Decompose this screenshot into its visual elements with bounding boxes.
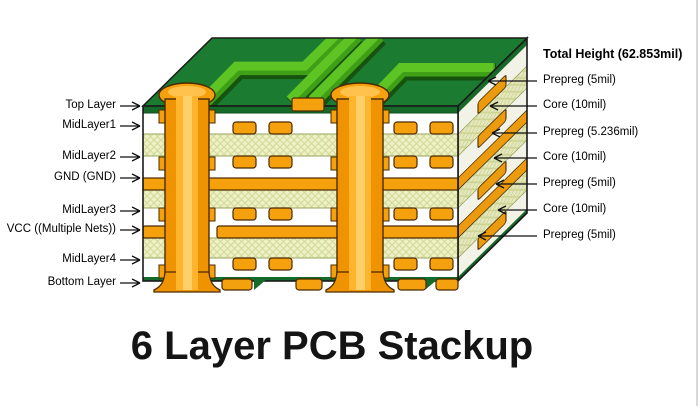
label-midlayer2: MidLayer2 [62, 150, 116, 162]
label-midlayer4: MidLayer4 [62, 253, 116, 265]
image-right-border [696, 0, 698, 406]
midlayer4-pads [232, 257, 454, 271]
label-prepreg-3: Prepreg (5mil) [543, 177, 616, 189]
top-edge-pad [291, 97, 325, 112]
bottom-layer-pads [221, 278, 459, 291]
via-1 [153, 82, 221, 293]
label-midlayer1: MidLayer1 [62, 119, 116, 131]
label-core-1: Core (10mil) [543, 99, 607, 111]
label-total-height: Total Height (62.853mil) [543, 47, 683, 61]
label-prepreg-1: Prepreg (5mil) [543, 74, 616, 86]
pcb-side-face [458, 38, 527, 281]
midlayer2-pads [232, 155, 454, 169]
label-vcc: VCC ((Multiple Nets)) [6, 223, 116, 235]
left-callout-arrows [120, 101, 141, 288]
via-2 [325, 82, 395, 293]
diagram-title: 6 Layer PCB Stackup [130, 324, 534, 368]
label-prepreg-2: Prepreg (5.236mil) [543, 126, 639, 138]
midlayer3-pads [232, 207, 454, 221]
label-midlayer3: MidLayer3 [62, 204, 116, 216]
label-bottom-layer: Bottom Layer [47, 276, 116, 288]
label-core-3: Core (10mil) [543, 203, 607, 215]
label-core-2: Core (10mil) [543, 151, 607, 163]
label-prepreg-4: Prepreg (5mil) [543, 229, 616, 241]
label-top-layer: Top Layer [65, 99, 116, 111]
top-copper-traces [197, 38, 496, 106]
label-gnd: GND (GND) [54, 171, 116, 183]
right-callout-arrows [477, 76, 537, 241]
midlayer1-pads [232, 121, 454, 135]
